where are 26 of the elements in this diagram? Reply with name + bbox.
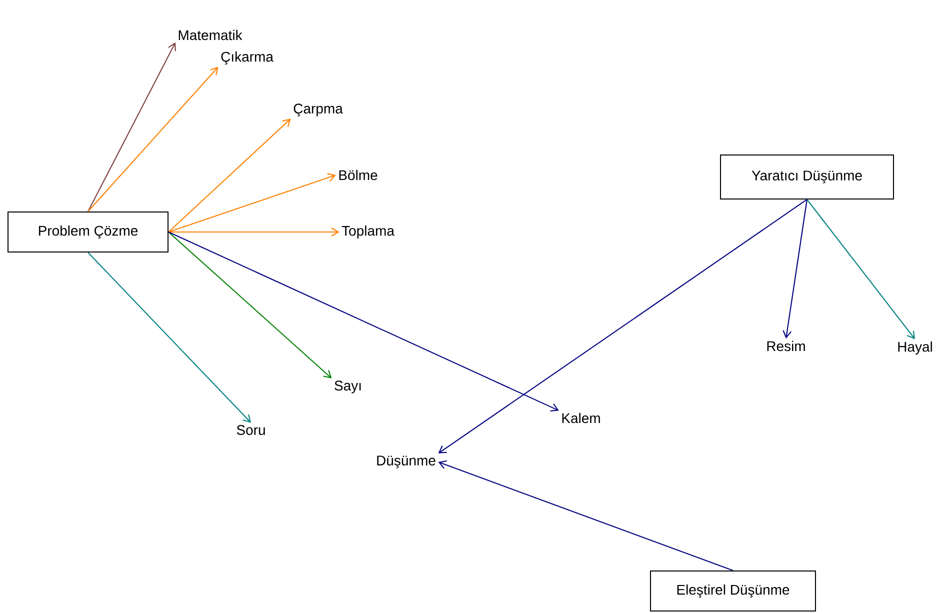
concept-label: Çarpma [294, 104, 343, 116]
concept-label: Kalem [562, 412, 600, 424]
arrow [438, 199, 808, 454]
concept-box: Yaratıcı Düşünme [720, 154, 894, 200]
arrow [168, 118, 291, 232]
concept-box: Problem Çözme [8, 212, 168, 252]
arrow [438, 460, 734, 571]
concept-label: Hayal [898, 341, 932, 355]
arrow [168, 228, 340, 236]
concept-label: Matematik [178, 30, 242, 40]
arrow [88, 66, 218, 212]
concept-label: Soru [236, 425, 265, 435]
arrow [168, 232, 559, 412]
arrow [782, 199, 808, 339]
arrow [168, 232, 332, 378]
arrow [806, 199, 915, 340]
concept-label: Resim [767, 340, 805, 352]
arrow [88, 42, 176, 212]
concept-label: Çıkarma [221, 51, 274, 65]
concept-label: Bölme [339, 170, 378, 180]
concept-label: Düşünme [377, 456, 436, 468]
arrow [88, 252, 251, 423]
concept-box: Eleştirel Düşünme [650, 570, 816, 612]
concept-label: Sayı [334, 380, 361, 394]
concept-label: Toplama [342, 225, 394, 239]
arrow [168, 173, 336, 232]
